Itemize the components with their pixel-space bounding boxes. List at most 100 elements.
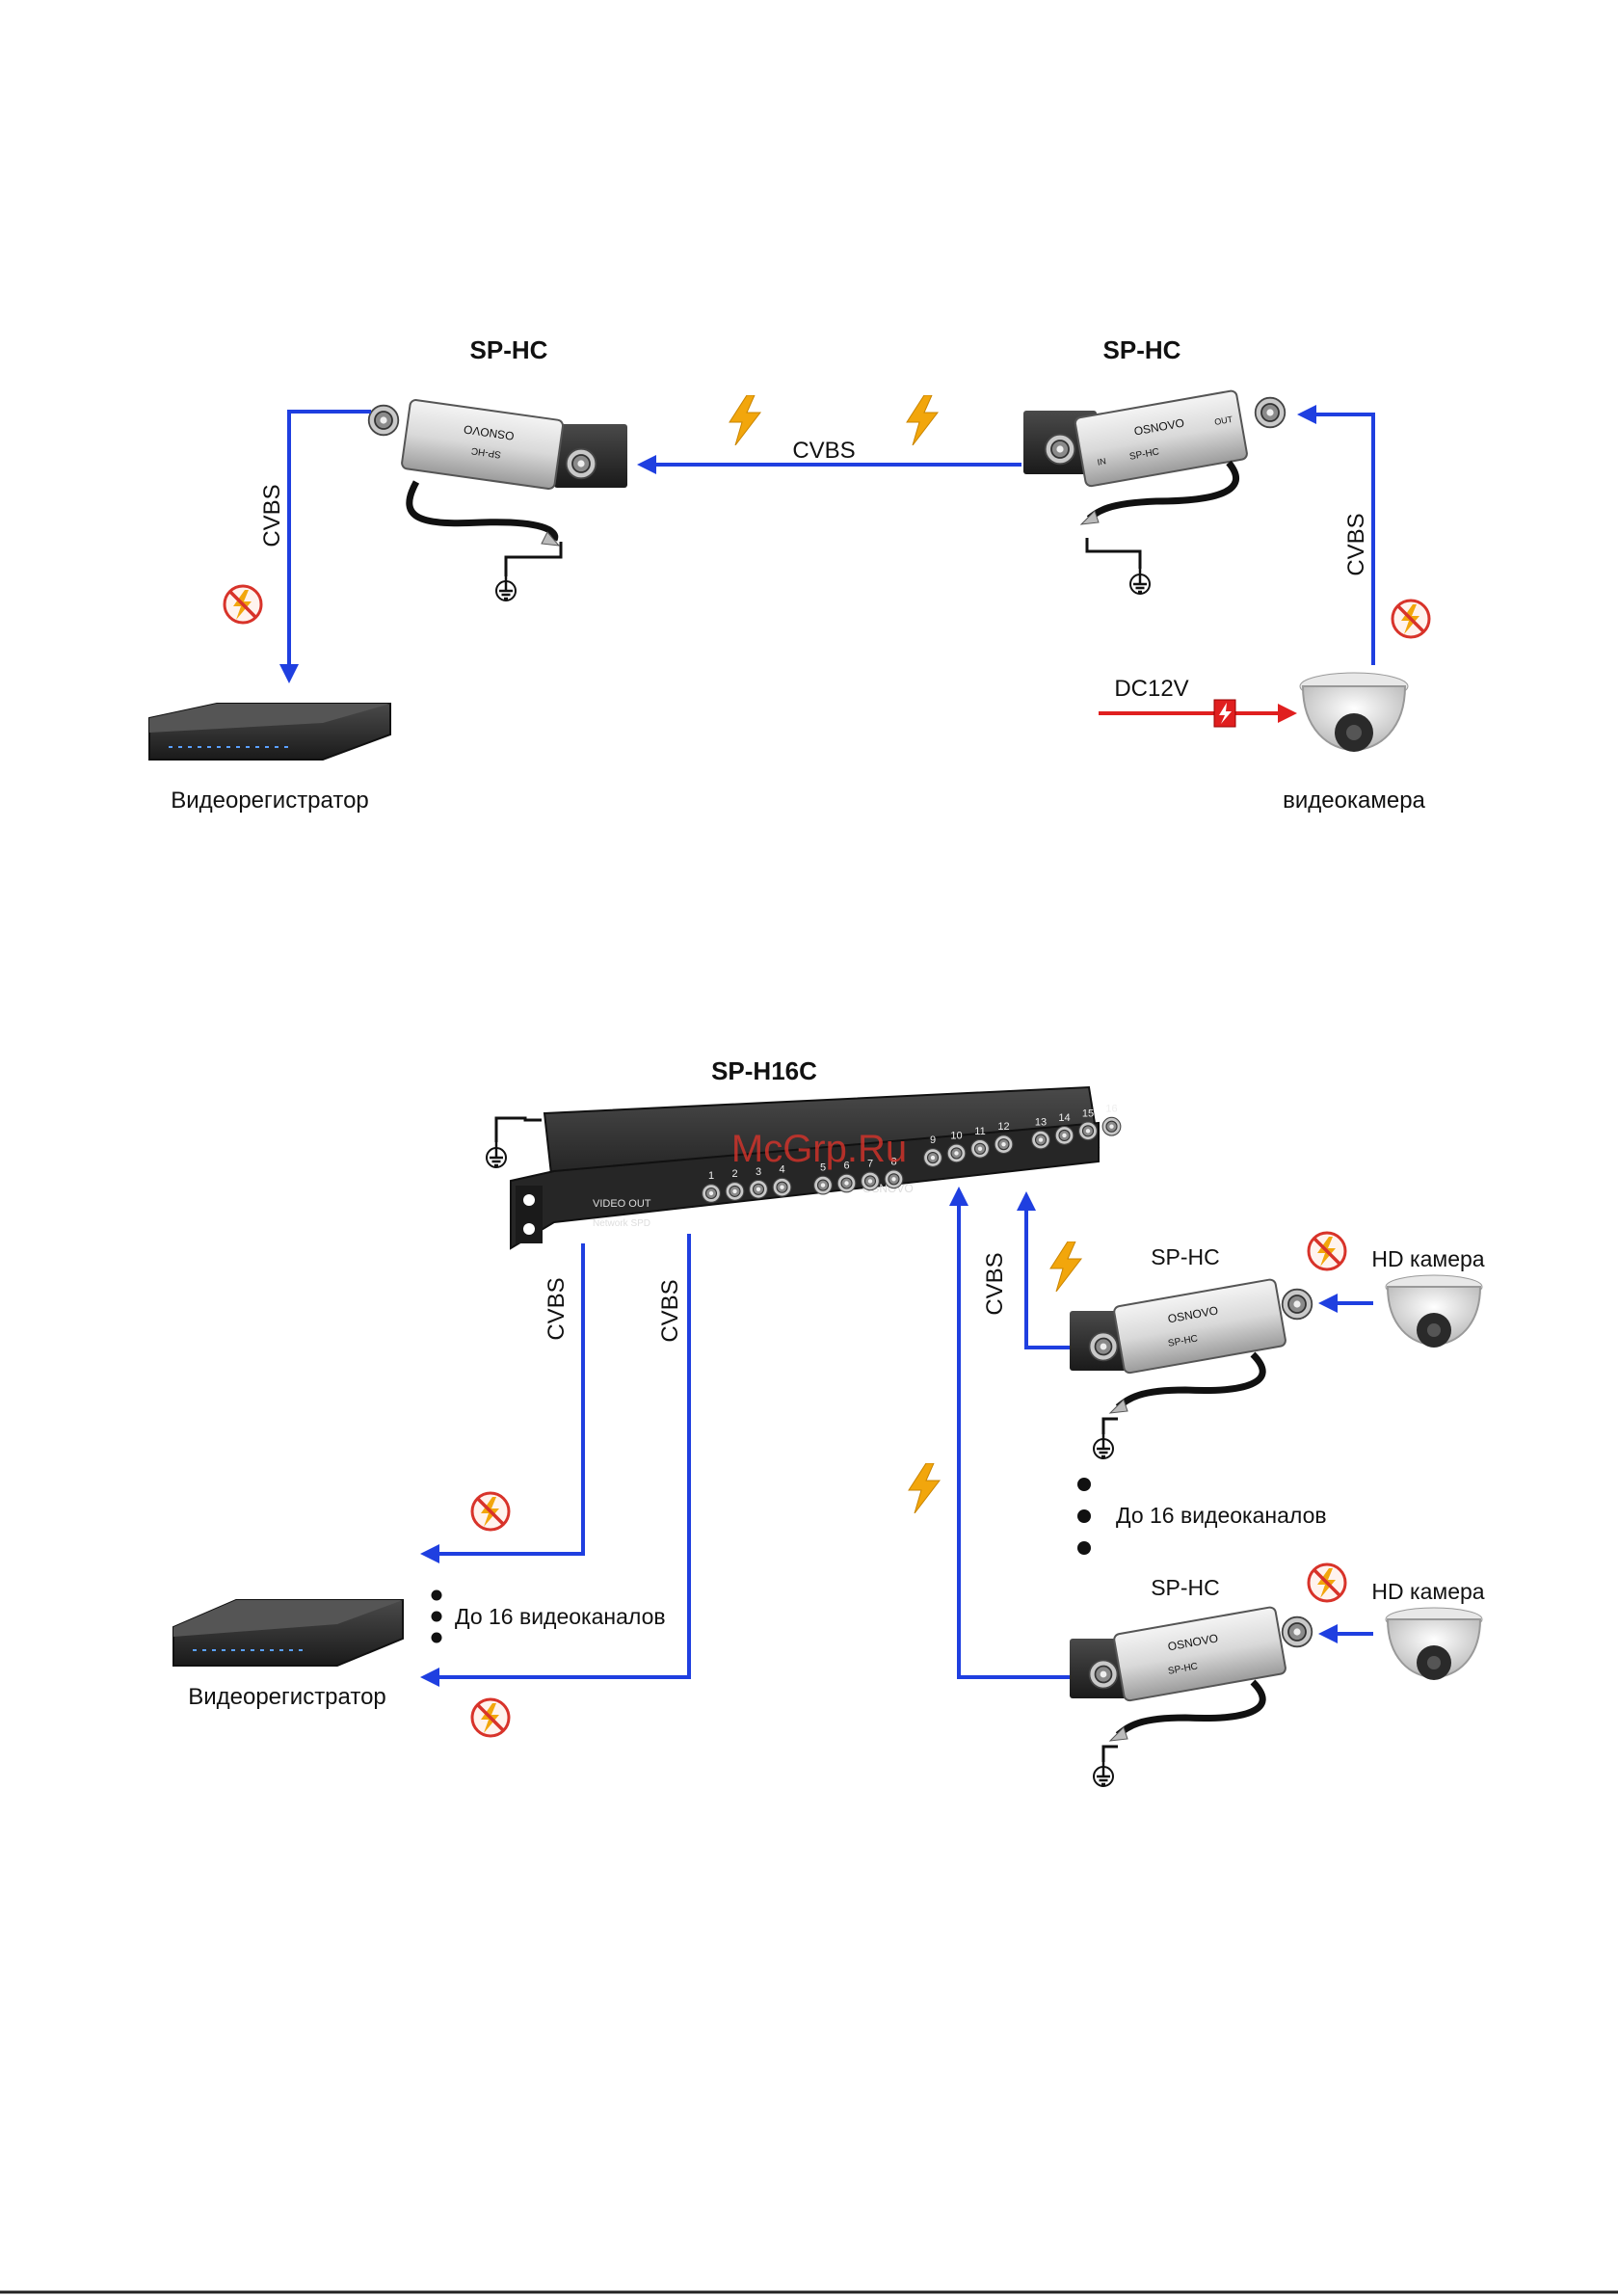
bottom-camera-device <box>1385 1607 1483 1680</box>
camera-channels-label: До 16 видеоканалов <box>1116 1503 1327 1528</box>
bottom-camera-label: HD камера <box>1371 1579 1484 1604</box>
rack-port-number: 5 <box>820 1162 826 1174</box>
surge-bolt-icon <box>1049 1241 1082 1292</box>
port-out-label: OUT <box>1213 414 1233 427</box>
cvbs-link-label: CVBS <box>792 438 855 464</box>
left-protector-device: OSNOVO SP-HC <box>367 399 627 547</box>
camera-lens-inner <box>1427 1323 1441 1337</box>
protector-model: SP-HC <box>470 445 501 460</box>
ground-lug <box>1108 1399 1128 1414</box>
power-label: DC12V <box>1114 676 1188 702</box>
surge-bolt-icon <box>906 395 939 445</box>
rack-port-connector-icon <box>749 1179 768 1199</box>
ellipsis-dot <box>431 1589 442 1601</box>
rack-port-number: 6 <box>843 1161 849 1172</box>
rack-port-connector-icon <box>884 1169 904 1189</box>
rack-port-connector-icon <box>1054 1126 1074 1145</box>
diagram1: SP-HC SP-HC OSNOVO SP-HC OSNOVO SP-HC <box>148 335 1431 814</box>
recorder-device <box>148 703 391 761</box>
watermark: McGrp.Ru <box>731 1128 907 1170</box>
protected-icon <box>470 1491 511 1532</box>
recorder-device <box>172 1599 404 1667</box>
rack-port-number: 10 <box>950 1130 962 1141</box>
ground-wire <box>494 1116 542 1142</box>
top-protector-device: OSNOVO SP-HC <box>1070 1278 1313 1414</box>
recorder-channels-label: До 16 видеоканалов <box>455 1604 666 1629</box>
protected-icon <box>470 1697 511 1738</box>
rack-port-connector-icon <box>813 1175 833 1195</box>
camera-label: видеокамера <box>1283 788 1425 814</box>
ground-icon <box>485 1140 508 1169</box>
bnc-connector-icon <box>1088 1659 1119 1690</box>
rack-port-connector-icon <box>1031 1130 1050 1150</box>
camera-lens-inner <box>1427 1656 1441 1669</box>
rack-port-number: 7 <box>867 1158 873 1169</box>
surge-bolt-icon <box>908 1463 941 1513</box>
ellipsis-dot <box>1077 1509 1091 1523</box>
rack-port-connector-icon <box>772 1177 792 1197</box>
recorder-label: Видеорегистратор <box>188 1684 386 1710</box>
rack-port-connector-icon <box>836 1173 857 1193</box>
recorder-label: Видеорегистратор <box>171 788 369 814</box>
protector-model: SP-HC <box>1128 447 1160 463</box>
recorder-top <box>149 704 390 733</box>
cvbs-rise-line <box>1297 405 1375 665</box>
cvbs-out-line-2 <box>420 1234 691 1687</box>
top-camera-device <box>1385 1274 1483 1348</box>
top-camera-label: HD камера <box>1371 1246 1484 1271</box>
cvbs-out-line-1 <box>420 1243 585 1563</box>
ground-lead <box>1086 460 1239 521</box>
rack-port-connector-icon <box>702 1184 721 1203</box>
ground-wire <box>1085 538 1142 569</box>
rack-port-connector-icon <box>725 1182 745 1201</box>
bnc-connector-icon <box>565 447 597 480</box>
bnc-connector-icon <box>1044 433 1076 466</box>
protector-body <box>401 399 565 491</box>
rack-network-spd-label: Network SPD <box>593 1218 650 1229</box>
ground-lug <box>1108 1726 1128 1742</box>
rack-port-connector-icon <box>970 1138 990 1159</box>
cvbs-drop-line <box>279 410 371 683</box>
port-in-label: IN <box>1097 456 1107 467</box>
ground-icon <box>1128 567 1152 596</box>
bnc-connector-icon <box>1254 396 1286 429</box>
ellipsis-dot <box>1077 1541 1091 1555</box>
cvbs-in-line-long <box>949 1187 1070 1679</box>
rack-port-connector-icon <box>861 1171 880 1191</box>
rack-ear-hole <box>523 1194 535 1206</box>
ground-icon <box>1092 1431 1115 1460</box>
bnc-connector-icon <box>367 404 400 437</box>
right-protector-device: OSNOVO SP-HC IN OUT <box>1023 389 1286 525</box>
rack-port-connector-icon <box>1101 1116 1122 1136</box>
recorder-top <box>173 1600 403 1637</box>
protector-model: SP-HC <box>1167 1662 1199 1677</box>
protected-icon <box>1307 1562 1347 1603</box>
cvbs-out-label-2: CVBS <box>657 1279 683 1342</box>
camera-device <box>1299 672 1409 752</box>
protector-body <box>1074 389 1248 488</box>
ground-wire <box>1101 1417 1118 1434</box>
cvbs-in-label: CVBS <box>982 1252 1008 1315</box>
rack-port-number: 4 <box>779 1164 784 1176</box>
ground-lead <box>406 480 559 542</box>
top-protector-title: SP-HC <box>1151 1244 1220 1269</box>
bnc-connector-icon <box>1281 1288 1313 1321</box>
rack-port-number: 8 <box>890 1156 896 1167</box>
rack-port-connector-icon <box>946 1143 967 1163</box>
ground-icon <box>1092 1759 1115 1788</box>
cvbs-drop-label: CVBS <box>259 484 285 547</box>
bnc-connector-icon <box>1281 1615 1313 1648</box>
bottom-protector-device: OSNOVO SP-HC <box>1070 1606 1313 1742</box>
rack-port-number: 2 <box>731 1168 737 1180</box>
rack-port-number: 16 <box>1105 1104 1117 1115</box>
ellipsis-dot <box>431 1611 442 1622</box>
ground-lug <box>541 531 561 547</box>
rack-port-connector-icon <box>1078 1121 1098 1141</box>
ground-lead <box>1115 1351 1266 1410</box>
right-protector-title: SP-HC <box>1103 335 1181 364</box>
rack-port-number: 3 <box>756 1166 761 1178</box>
ground-wire <box>1101 1745 1118 1762</box>
protector-body <box>1113 1278 1286 1375</box>
